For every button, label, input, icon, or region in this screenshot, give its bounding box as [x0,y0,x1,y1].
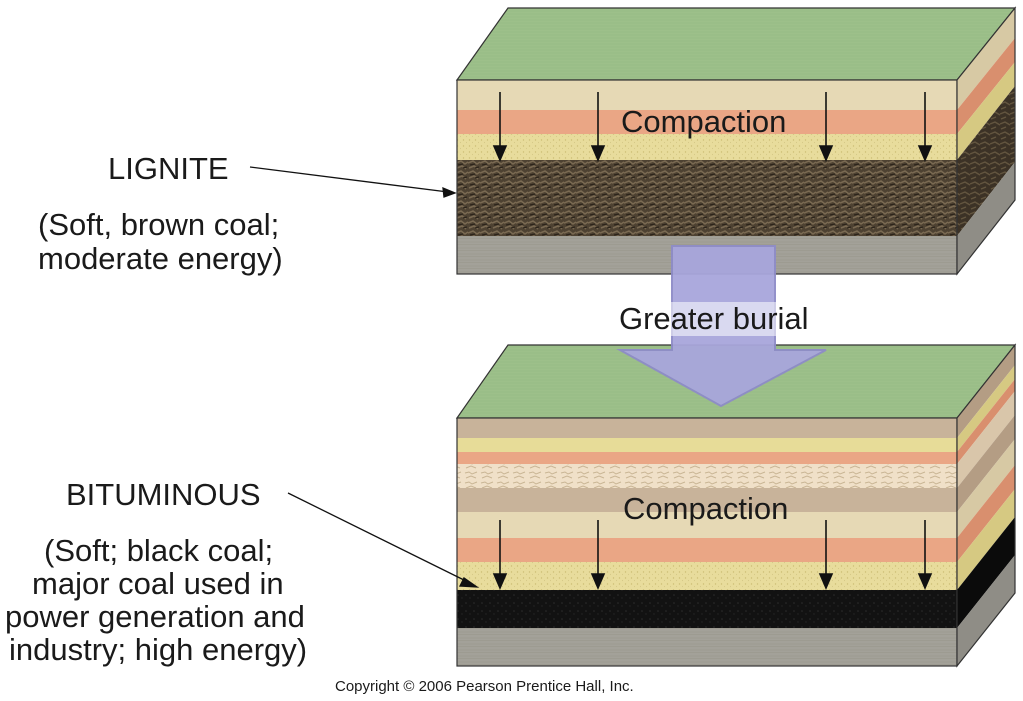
upper-compaction-label: Compaction [621,104,787,139]
upper-layer-sand [457,80,957,110]
lower-compaction-label: Compaction [623,491,789,526]
pointer-lines [249,166,480,588]
bituminous-description-line-4: industry; high energy) [9,632,308,667]
bituminous-description-line-1: (Soft; black coal; [44,533,274,568]
upper-layer-lignite [457,160,957,236]
upper-layer-yellow [457,134,957,160]
greater-burial-label: Greater burial [619,301,809,336]
lower-layer-bituminous [457,590,957,628]
upper-compaction-arrows [492,92,933,163]
burial-arrow-icon [616,245,827,408]
lignite-title: LIGNITE [108,151,229,186]
lower-block [455,343,1017,668]
bituminous-title: BITUMINOUS [66,477,261,512]
bituminous-description-line-3: power generation and [5,599,305,634]
upper-layer-salmon [457,110,957,134]
upper-block [455,6,1017,276]
lignite-description-line-2: moderate energy) [38,241,283,276]
lignite-description-line-1: (Soft, brown coal; [38,207,280,242]
lower-layer-bedrock [457,628,957,666]
lower-compaction-arrows [492,520,933,591]
lower-layer-crumbly [457,464,957,488]
bituminous-description-line-2: major coal used in [32,566,284,601]
upper-surface [455,7,1017,81]
copyright-notice: Copyright © 2006 Pearson Prentice Hall, … [335,678,634,695]
